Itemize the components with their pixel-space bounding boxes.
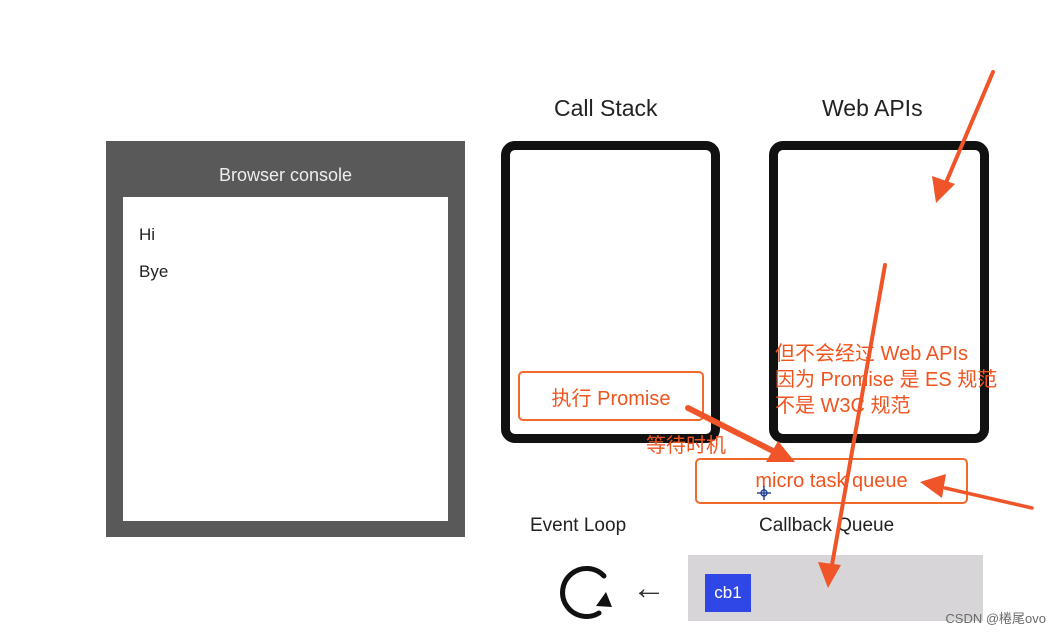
console-title: Browser console — [218, 165, 353, 185]
event-loop-label: Event Loop — [530, 515, 627, 536]
arrow-promise-to-micro-icon — [685, 405, 795, 462]
arrow-into-web-apis-icon — [932, 70, 995, 203]
note-line-3: 不是 W3C 规范 — [775, 395, 911, 417]
console-line-bye: Bye — [139, 262, 169, 281]
browser-console: Browser console Hi Bye — [106, 141, 465, 537]
console-output: Hi Bye — [123, 197, 448, 521]
wait-timing-label: 等待时机 — [646, 435, 726, 457]
arrow-into-micro-queue-icon — [920, 474, 1034, 510]
web-apis-heading: Web APIs — [822, 95, 923, 121]
call-stack-box — [501, 141, 720, 443]
console-line-hi: Hi — [139, 225, 156, 244]
callback-item-cb1: cb1 — [705, 574, 751, 612]
arrow-down-to-callback-icon — [818, 263, 887, 588]
note-line-1: 但不会经过 Web APIs — [775, 343, 969, 365]
cursor-crosshair-icon — [757, 486, 771, 500]
watermark: CSDN @棬尾ovo — [945, 611, 1046, 626]
note-line-2: 因为 Promise 是 ES 规范 — [775, 369, 998, 391]
left-arrow-icon: ← — [632, 569, 666, 607]
call-stack-heading: Call Stack — [554, 95, 658, 121]
micro-task-queue: micro task queue — [695, 458, 968, 504]
refresh-loop-icon — [560, 565, 612, 619]
execute-promise-callout: 执行 Promise — [518, 371, 704, 421]
callback-queue-label: Callback Queue — [759, 515, 895, 536]
